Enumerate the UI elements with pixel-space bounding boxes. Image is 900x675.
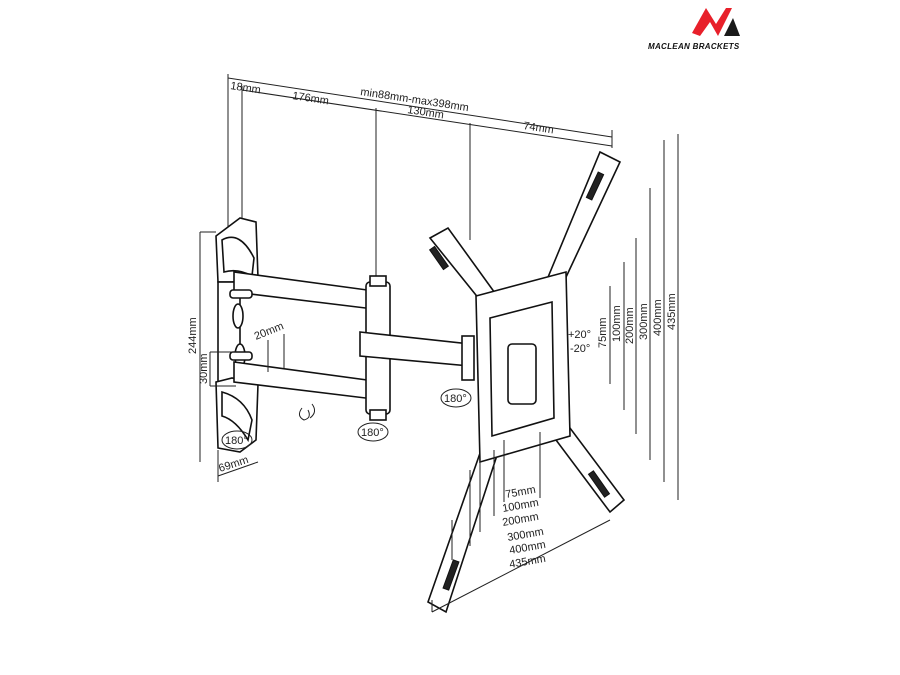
logo-m-red — [692, 8, 732, 36]
logo-text: MACLEAN BRACKETS — [648, 42, 740, 51]
dim-v-100mm: 100mm — [611, 305, 623, 342]
logo-m-black — [724, 18, 740, 36]
rotation-middle: 180° — [357, 422, 389, 442]
dim-74mm: 74mm — [523, 120, 555, 136]
dim-244mm: 244mm — [187, 317, 199, 354]
rotation-wall: 180° — [221, 430, 253, 450]
rotation-head: 180° — [440, 388, 472, 408]
dim-v-300mm: 300mm — [638, 303, 650, 340]
tilt-up: +20° — [568, 329, 591, 341]
vesa-plate — [427, 150, 626, 614]
dim-176mm: 176mm — [292, 90, 330, 107]
wall-plate — [215, 217, 259, 453]
dim-v-400mm: 400mm — [652, 299, 664, 336]
tilt-down: -20° — [570, 343, 590, 355]
dim-130mm: 130mm — [407, 104, 445, 121]
rotation-middle-label: 180° — [361, 427, 384, 439]
articulating-arms — [229, 271, 475, 421]
rotation-wall-label: 180° — [225, 435, 248, 447]
top-dimensions: 18mm 176mm min88mm-max398mm 130mm 74mm — [227, 74, 613, 278]
dim-20mm: 20mm — [253, 320, 286, 343]
dim-v-75mm: 75mm — [597, 317, 609, 348]
rotation-head-label: 180° — [444, 393, 467, 405]
dim-30mm: 30mm — [198, 353, 210, 384]
brand-logo: MACLEAN BRACKETS — [648, 8, 740, 51]
dim-v-200mm: 200mm — [624, 307, 636, 344]
dim-h-75mm: 75mm — [504, 484, 536, 501]
dim-69mm: 69mm — [217, 454, 250, 475]
dim-v-435mm: 435mm — [666, 293, 678, 330]
dim-18mm: 18mm — [230, 80, 262, 96]
right-dimensions: 75mm 100mm 200mm 300mm 400mm 435mm +20° … — [568, 134, 679, 500]
